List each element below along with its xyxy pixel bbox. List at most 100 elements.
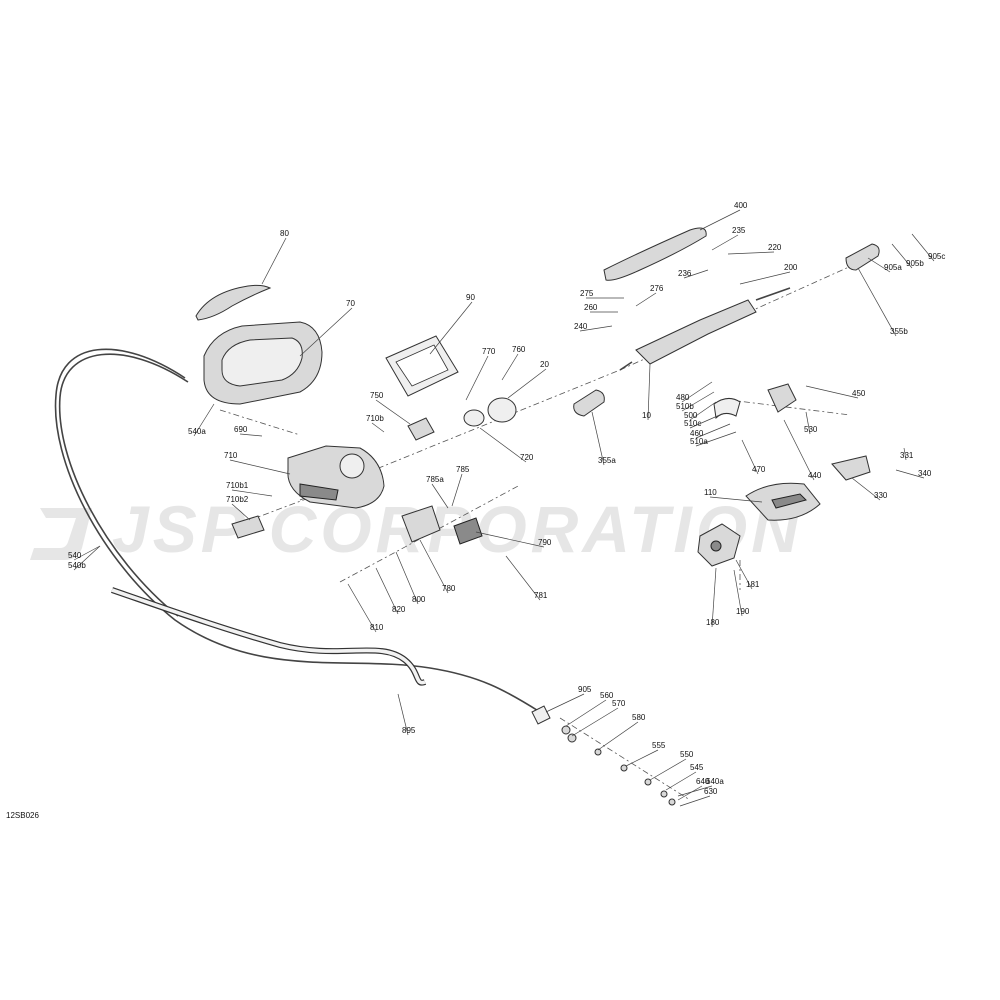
- callout-label: 260: [584, 303, 598, 312]
- part-10-bar: [755, 287, 791, 301]
- callout-label: 780: [442, 584, 456, 593]
- part-500-shape: [713, 398, 741, 420]
- callout-leaders: [73, 209, 935, 807]
- callout-leader-line: [347, 583, 377, 633]
- callout-leader-line: [649, 758, 687, 781]
- callout-label: 640: [696, 777, 710, 786]
- callout-label: 555: [652, 741, 666, 750]
- callout-label: 236: [678, 269, 692, 278]
- fitting-550: [644, 778, 652, 786]
- part-80-shape: [195, 284, 272, 321]
- part-780-block: [401, 505, 441, 543]
- callout-label: 630: [704, 787, 718, 796]
- part-720-ring: [463, 409, 485, 427]
- callout-label: 530: [804, 425, 818, 434]
- callout-label: 640a: [706, 777, 724, 786]
- callout-leader-line: [193, 403, 215, 437]
- callout-label: 510b: [676, 402, 694, 411]
- callout-leader-line: [261, 237, 287, 285]
- part-330-shape: [831, 455, 871, 481]
- part-10-bar-left: [619, 361, 633, 371]
- callout-leader-line: [647, 363, 651, 421]
- part-110-cover: [745, 482, 821, 521]
- part-10-shape: [635, 299, 757, 365]
- callout-label: 710b: [366, 414, 384, 423]
- part-70-window: [221, 337, 303, 387]
- callout-leader-line: [229, 459, 291, 475]
- part-750-sleeve: [407, 417, 435, 441]
- callout-leader-line: [507, 368, 547, 399]
- callout-leader-line: [891, 243, 913, 269]
- callout-leader-line: [501, 353, 519, 381]
- callout-leader-line: [505, 555, 541, 601]
- callout-leader-line: [689, 413, 723, 429]
- part-905-fitting: [531, 705, 551, 725]
- callout-label: 790: [538, 538, 552, 547]
- part-110-logo: [771, 493, 807, 509]
- callout-leader-line: [299, 307, 353, 357]
- axis-line: [729, 399, 851, 416]
- watermark-emblem-icon: [30, 508, 92, 560]
- fitting-630: [668, 798, 676, 806]
- callout-leader-line: [579, 325, 613, 332]
- callout-label: 70: [346, 299, 355, 308]
- callout-label: 181: [746, 580, 760, 589]
- fitting-555: [620, 764, 628, 772]
- part-400-shape: [603, 227, 707, 281]
- part-710b2-shape: [231, 515, 265, 539]
- callout-leader-line: [695, 423, 731, 439]
- callout-leader-line: [911, 233, 935, 262]
- callout-label: 480: [676, 393, 690, 402]
- callout-leader-line: [231, 503, 251, 521]
- callout-label: 820: [392, 605, 406, 614]
- part-355a-shape: [573, 389, 605, 417]
- fitting-580: [594, 748, 602, 756]
- callout-label: 340: [918, 469, 932, 478]
- callout-leader-line: [851, 477, 881, 501]
- callout-leader-line: [681, 381, 713, 403]
- callout-label: 275: [580, 289, 594, 298]
- callout-leader-line: [375, 399, 411, 425]
- callout-leader-line: [677, 785, 713, 797]
- callout-leader-line: [733, 569, 743, 617]
- callout-label: 905b: [906, 259, 924, 268]
- part-70-gauge-housing: [203, 321, 323, 405]
- callout-leader-line: [727, 251, 775, 255]
- part-750-shape: [407, 417, 435, 441]
- part-355b-grip: [845, 243, 880, 271]
- part-355b-shape: [845, 243, 880, 271]
- callout-label: 710: [224, 451, 238, 460]
- callout-label: 276: [650, 284, 664, 293]
- callout-labels: 80 70 540a 690 710 710b1 710b2 540 540b …: [68, 201, 945, 796]
- hose-outline: [111, 587, 427, 686]
- callout-label: 760: [512, 345, 526, 354]
- callout-label: 560: [600, 691, 614, 700]
- callout-label: 240: [574, 322, 588, 331]
- small-fittings: [561, 725, 676, 806]
- part-180-button: [710, 540, 722, 552]
- callout-label: 770: [482, 347, 496, 356]
- callout-leader-line: [695, 431, 737, 447]
- callout-label: 220: [768, 243, 782, 252]
- callout-leader-line: [73, 545, 101, 561]
- callout-label: 540: [68, 551, 82, 560]
- part-440-lever-housing: [767, 383, 797, 413]
- callout-leader-line: [683, 269, 709, 279]
- callout-leader-line: [635, 292, 657, 307]
- callout-leader-line: [735, 559, 753, 590]
- axis-line: [219, 409, 301, 436]
- hose-inner: [111, 588, 426, 685]
- callout-label: 550: [680, 750, 694, 759]
- callout-label: 690: [234, 425, 248, 434]
- callout-leader-line: [597, 721, 639, 751]
- callout-label: 180: [706, 618, 720, 627]
- callout-label: 190: [736, 607, 750, 616]
- callout-label: 355b: [890, 327, 908, 336]
- cable-sheath: [58, 353, 189, 617]
- callout-leader-line: [903, 447, 907, 461]
- callout-leader-line: [741, 439, 759, 475]
- callout-label: 905c: [928, 252, 945, 261]
- callout-leader-line: [895, 469, 925, 479]
- callout-leader-line: [867, 257, 891, 273]
